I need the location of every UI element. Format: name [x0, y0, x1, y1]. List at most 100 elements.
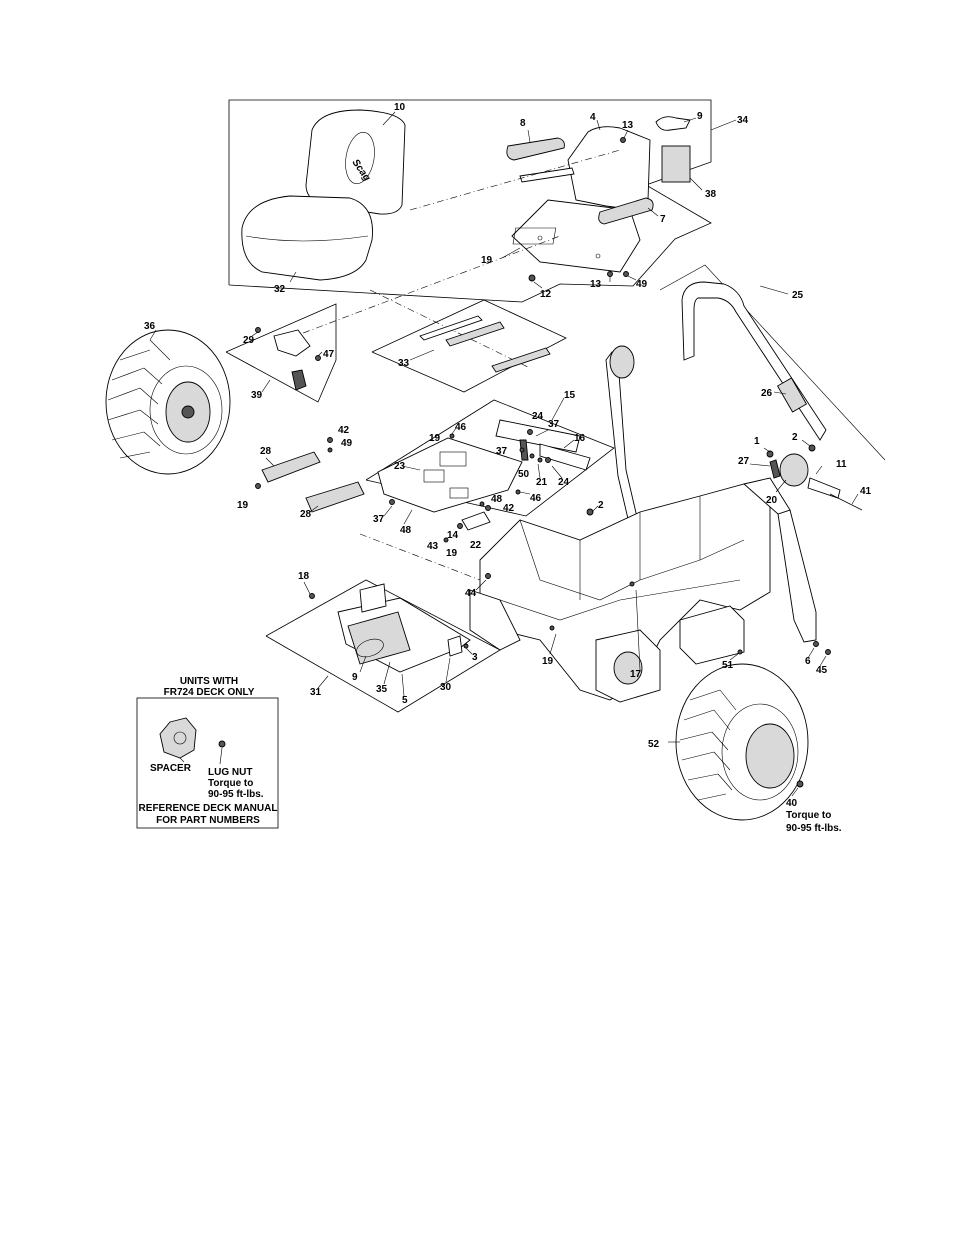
- callout-19-frame: 19: [542, 656, 554, 667]
- left-tire-tread: [107, 339, 171, 459]
- callout-49-seat: 49: [636, 279, 648, 290]
- inset-spacer-label: SPACER: [150, 763, 192, 774]
- inset-lug-nut-part: [218, 740, 226, 748]
- callout-22: 22: [470, 540, 482, 551]
- pedal-bracket-group: [359, 501, 491, 581]
- pivot-bolt-41: [829, 493, 863, 511]
- callout-11: 11: [836, 459, 847, 470]
- inset-text: UNITS WITH FR724 DECK ONLY SPACER LUG NU…: [139, 676, 278, 826]
- inset-title-line1: UNITS WITH: [180, 676, 238, 687]
- leader-27: [749, 463, 771, 467]
- inset-box: [136, 697, 279, 829]
- seat-switch-nut-47: [315, 355, 321, 361]
- seat-mount-cutout-3: [439, 451, 467, 467]
- seat-assembly-group: Scag: [228, 99, 737, 369]
- roll-bar-decal-26: [776, 377, 808, 413]
- callout-40: 40: [786, 798, 798, 809]
- footrest-logo-9: [356, 638, 384, 658]
- callout-52: 52: [648, 739, 660, 750]
- upright-bolt-6: [813, 641, 819, 647]
- callout-3: 3: [472, 652, 478, 663]
- leader-15: [551, 397, 565, 421]
- seat-switch-body: [273, 329, 311, 357]
- transmission-port: [613, 651, 643, 685]
- seat-slide-frame: [371, 299, 567, 393]
- seat-pan-hole-2: [595, 253, 601, 259]
- callout-4: 4: [590, 112, 596, 123]
- footrest-cover-3: [359, 583, 387, 613]
- callout-18: 18: [298, 571, 310, 582]
- callout-42-left: 42: [338, 425, 350, 436]
- callout-5: 5: [402, 695, 408, 706]
- pedal-bolt-14: [457, 523, 463, 529]
- callout-28-lower: 28: [300, 509, 312, 520]
- left-steering-tower: [605, 351, 641, 537]
- mount-washer-37b: [389, 499, 395, 505]
- seat-slide-group: [371, 299, 567, 393]
- callout-50: 50: [518, 469, 530, 480]
- leader-20: [775, 479, 787, 493]
- leader-35: [383, 661, 391, 685]
- leader-13a: [623, 129, 629, 139]
- seat-mount-plate-23: [377, 437, 523, 513]
- callout-13-top: 13: [622, 120, 634, 131]
- callout-19-mount: 19: [429, 433, 441, 444]
- callout-33: 33: [398, 358, 410, 369]
- leader-46a: [451, 427, 457, 435]
- leader-49a: [627, 275, 637, 281]
- callout-19-seat: 19: [481, 255, 493, 266]
- callout-30: 30: [440, 682, 452, 693]
- callout-17: 17: [630, 669, 642, 680]
- seat-switch-frame: [225, 303, 337, 403]
- align-line-2: [289, 235, 561, 339]
- inset-torque-line2: 90-95 ft-lbs.: [208, 789, 264, 800]
- callout-20: 20: [766, 495, 778, 506]
- footrest-group: [265, 579, 501, 713]
- callout-38: 38: [705, 189, 717, 200]
- callout-24-bottom: 24: [558, 477, 570, 488]
- callout-27: 27: [738, 456, 750, 467]
- frame-crossmember-2: [499, 579, 741, 621]
- wheel-torque-line1: Torque to: [786, 810, 831, 821]
- callout-36: 36: [144, 321, 156, 332]
- leader-44: [475, 579, 487, 591]
- callout-35: 35: [376, 684, 388, 695]
- leader-33: [409, 349, 435, 361]
- mount-washer-37: [519, 447, 525, 453]
- seat-adjust-knob: [655, 116, 691, 131]
- callout-48-top: 48: [491, 494, 503, 505]
- callout-7: 7: [660, 214, 666, 225]
- left-wheel-hub: [181, 405, 195, 419]
- seat-bottom-seam: [245, 235, 369, 242]
- callout-19-left: 19: [237, 500, 249, 511]
- leader-36: [149, 329, 157, 341]
- leader-12: [533, 281, 543, 289]
- pedal-bracket-22: [461, 511, 491, 531]
- footrest-nut-3: [463, 643, 469, 649]
- inset-reference-line2: FOR PART NUMBERS: [156, 815, 260, 826]
- callout-9-top: 9: [697, 111, 703, 122]
- leader-11: [815, 465, 823, 475]
- leader-37a: [535, 429, 549, 437]
- callout-24-top: 24: [532, 411, 544, 422]
- seat-bolt-13-top: [620, 137, 626, 143]
- leader-9a: [683, 117, 697, 123]
- pedal-pin-43: [443, 537, 449, 543]
- right-armrest-pad: [598, 197, 654, 225]
- leader-47: [317, 351, 323, 357]
- seat-bracket-15: [495, 419, 581, 453]
- mount-pin-46-bottom: [515, 489, 521, 495]
- seat-bracket-16: [539, 443, 591, 471]
- leader-21: [537, 463, 541, 479]
- pivot-spring-27: [769, 459, 781, 479]
- right-wheel-assembly: [668, 663, 809, 821]
- mount-nut-21: [537, 457, 543, 463]
- left-armrest-bracket: [519, 167, 575, 183]
- fr724-inset: [136, 697, 279, 829]
- mount-nut-24-top: [527, 429, 533, 435]
- seat-switch-screw-29: [255, 327, 261, 333]
- callout-32: 32: [274, 284, 286, 295]
- left-armrest-pad: [506, 137, 565, 161]
- callout-29: 29: [243, 335, 255, 346]
